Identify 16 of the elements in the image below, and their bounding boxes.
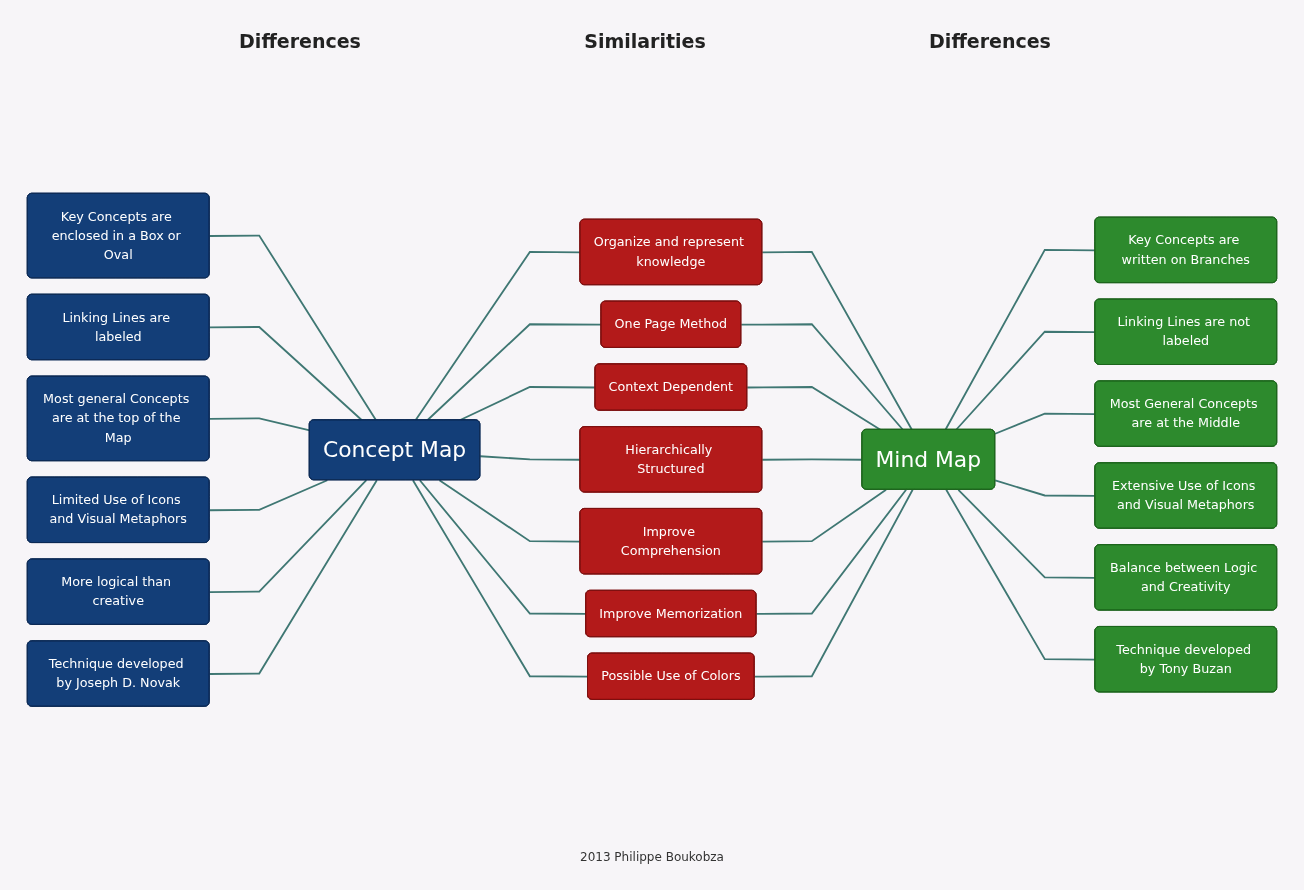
connector [740,323,904,431]
connector [761,489,887,543]
column-heading: Differences [929,30,1051,52]
column-heading: Differences [239,30,361,52]
connector [208,479,329,512]
connector [418,479,587,616]
connector [753,489,914,678]
caption: 2013 Philippe Boukobza [580,850,724,864]
column-heading: Similarities [584,30,706,52]
connector [208,479,378,676]
connector [208,479,368,594]
connector [755,489,907,616]
connector [761,251,913,431]
connector [746,386,882,431]
connector [208,417,311,432]
connector [412,479,589,678]
